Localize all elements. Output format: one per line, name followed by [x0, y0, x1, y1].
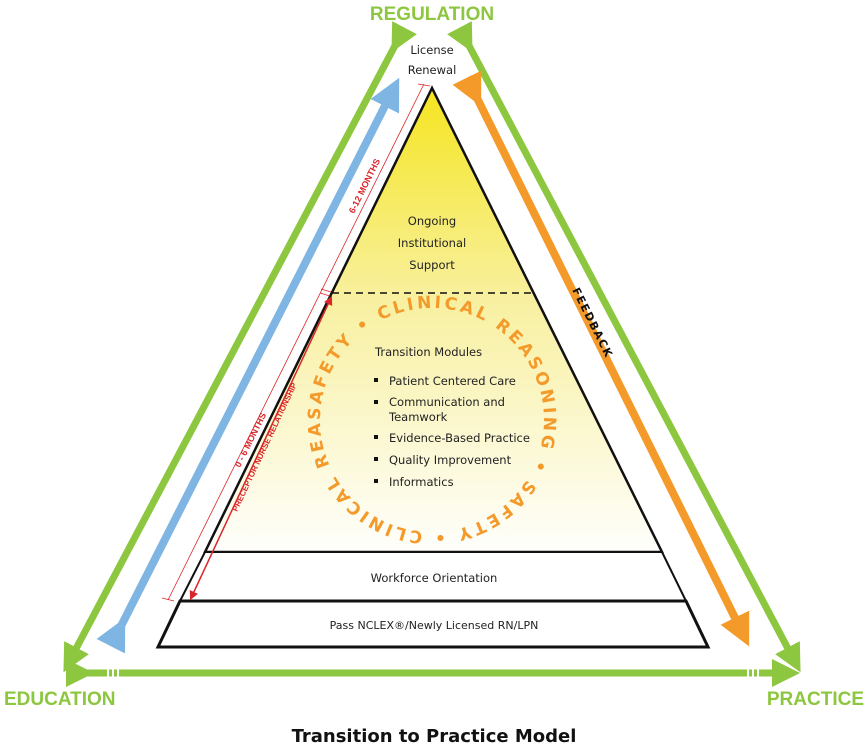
base-label: Pass NCLEX®/Newly Licensed RN/LPN: [330, 619, 539, 632]
timeline: [161, 83, 431, 602]
education-label: EDUCATION: [4, 689, 116, 710]
feedback-label: FEEDBACK: [569, 286, 615, 361]
ongoing-label-2: Institutional: [398, 236, 466, 250]
feedback-arrow: [452, 70, 750, 647]
modules-list: [374, 378, 378, 483]
ongoing-label-3: Support: [409, 258, 455, 272]
apex-label-2: Renewal: [408, 63, 457, 77]
practice-label: PRACTICE: [767, 689, 864, 710]
preceptor-arrow: [189, 295, 333, 601]
module-item: Teamwork: [388, 410, 448, 424]
module-item: Patient Centered Care: [389, 374, 516, 388]
diagram-title: Transition to Practice Model: [292, 726, 577, 747]
module-item: Informatics: [389, 475, 454, 489]
apex-label-1: License: [410, 43, 453, 57]
module-item: Communication and: [389, 395, 505, 409]
ongoing-label-1: Ongoing: [408, 214, 456, 228]
module-item: Quality Improvement: [389, 453, 512, 467]
base-tier: [155, 599, 711, 649]
workforce-label: Workforce Orientation: [371, 571, 498, 585]
regulation-label: REGULATION: [370, 4, 494, 25]
module-item: Evidence-Based Practice: [389, 431, 530, 445]
modules-heading: Transition Modules: [374, 345, 482, 359]
